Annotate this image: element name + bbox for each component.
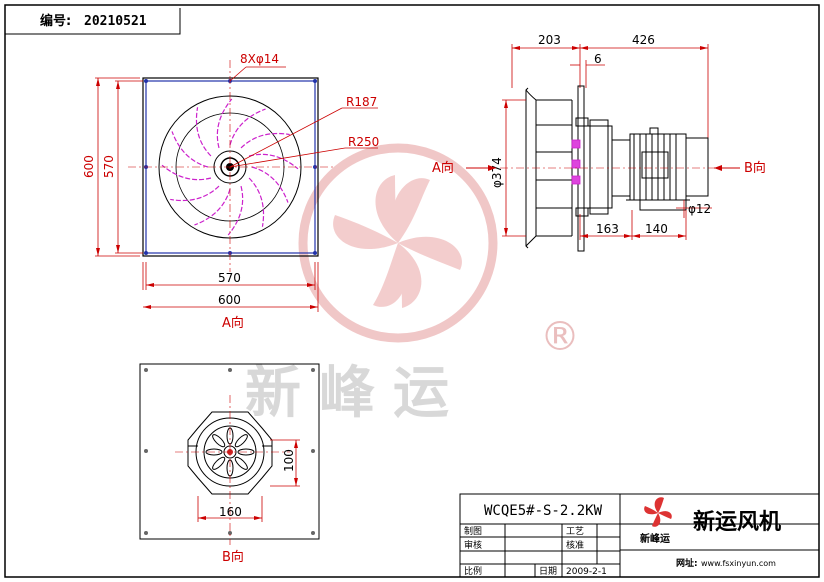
title-date-label: 日期 (539, 566, 557, 577)
title-row2-left: 审核 (464, 539, 482, 551)
front-frame-outer (142, 77, 319, 257)
watermark-registered-mark: ® (540, 314, 580, 360)
front-width-inner: 570 (218, 271, 241, 285)
side-dim-203: 203 (538, 33, 561, 47)
title-row3-left: 比例 (464, 565, 482, 577)
radius-inner-label: R187 (346, 95, 377, 109)
vent-petal (212, 456, 226, 470)
bottom-dim-height: 100 (282, 449, 296, 472)
front-view: R187 R250 8Xφ14 600 570 570 600 A向 (82, 52, 379, 331)
impeller-blade (240, 132, 290, 149)
impeller-blade (195, 107, 212, 157)
website-url: www.fsxinyun.com (701, 559, 776, 568)
side-view-a-label: A向 (432, 160, 454, 176)
impeller-blade (194, 188, 231, 226)
website-label: 网址: (676, 557, 698, 569)
watermark-circle (298, 143, 498, 343)
front-height-outer: 600 (82, 155, 96, 178)
impeller-blade (248, 153, 299, 170)
front-bolt-holes (144, 79, 317, 255)
watermark: ® 新峰运 (245, 143, 580, 426)
impeller-blade (170, 185, 220, 202)
company-name: 新运风机 (693, 509, 781, 535)
title-date: 2009-2-1 (566, 567, 607, 577)
title-row2-right: 核准 (566, 539, 584, 551)
bottom-view: 100 160 B向 (139, 363, 320, 565)
drawing-number-box: 编号: 20210521 (5, 8, 181, 35)
watermark-brand-text: 新峰运 (245, 361, 467, 426)
side-dim-163: 163 (596, 222, 619, 236)
vent-petal (234, 434, 248, 448)
impeller-blade (216, 98, 233, 149)
title-row1-right: 工艺 (566, 526, 584, 537)
watermark-fan-logo (333, 175, 462, 308)
bottom-view-label: B向 (222, 549, 244, 565)
impeller-blades (161, 98, 299, 236)
side-dim-426: 426 (632, 33, 655, 47)
impeller-blade (248, 177, 265, 227)
impeller-blade (229, 108, 266, 146)
title-row1-left: 制图 (464, 525, 482, 537)
impeller-blade (251, 166, 289, 203)
side-dim-6: 6 (594, 52, 602, 66)
front-width-outer: 600 (218, 293, 241, 307)
bottom-frame (139, 363, 320, 540)
vent-petal (212, 434, 226, 448)
company-logo-icon (644, 497, 672, 527)
side-view: 203 426 6 (432, 33, 766, 252)
front-view-label: A向 (222, 315, 244, 331)
side-dim-140: 140 (645, 222, 668, 236)
bolt-spec-label: 8Xφ14 (240, 52, 279, 66)
front-height-inner: 570 (102, 155, 116, 178)
drawing-number-label: 编号: (40, 13, 71, 29)
side-dim-shaft: φ12 (688, 202, 711, 216)
logo-small-text: 新峰运 (640, 532, 670, 545)
side-view-b-label: B向 (744, 160, 766, 176)
drawing-number-value: 20210521 (84, 14, 147, 29)
bottom-dim-width: 160 (219, 505, 242, 519)
impeller-blade (227, 185, 244, 236)
impeller-blade (161, 164, 212, 181)
title-block: WCQE5#-S-2.2KW 制图 工艺 审核 核准 比例 日期 2009-2-… (459, 493, 820, 578)
radius-outer-label: R250 (348, 135, 379, 149)
sheet-border (4, 4, 820, 578)
title-model: WCQE5#-S-2.2KW (484, 503, 603, 519)
vent-petal (234, 456, 248, 470)
side-dim-diameter: φ374 (490, 157, 504, 188)
impeller-blade (171, 131, 209, 168)
